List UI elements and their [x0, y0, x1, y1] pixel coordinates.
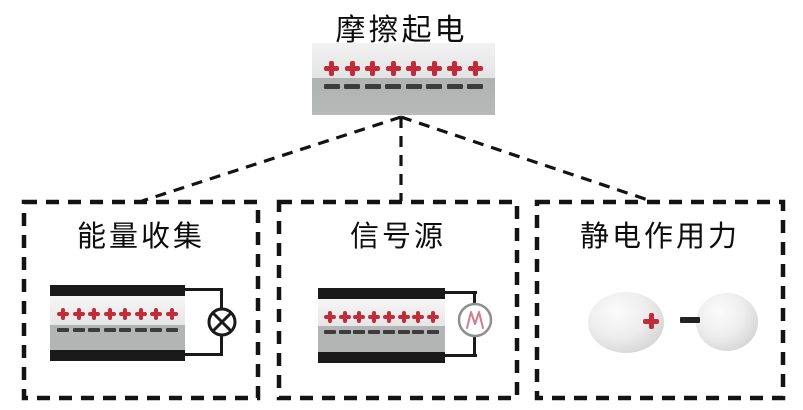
minus-charge-icon — [680, 317, 700, 323]
plus-charge-icon — [338, 311, 351, 323]
charged-body-negative — [696, 293, 758, 351]
device1-positive-charge-row — [57, 308, 178, 320]
minus-charge-icon — [466, 83, 483, 89]
minus-charge-icon — [338, 330, 351, 334]
plus-charge-icon — [57, 308, 69, 320]
diagram-title: 摩擦起电 — [335, 14, 468, 47]
plus-charge-icon — [397, 311, 410, 323]
device1-wire-bottom — [185, 353, 223, 356]
plus-charge-icon — [426, 311, 439, 323]
connector-line-left — [141, 115, 402, 203]
minus-charge-icon — [405, 83, 422, 89]
plus-charge-icon — [365, 60, 381, 76]
minus-charge-icon — [344, 83, 361, 89]
plus-charge-icon — [412, 311, 425, 323]
light-bulb-icon — [207, 307, 237, 337]
minus-charge-icon — [165, 328, 178, 332]
device2-negative-charge-row — [324, 330, 439, 334]
plus-charge-icon — [134, 308, 147, 320]
plus-charge-icon — [382, 311, 395, 323]
minus-charge-icon — [72, 328, 85, 332]
plus-charge-icon — [426, 60, 442, 76]
device2-bottom-electrode — [318, 352, 445, 363]
minus-charge-icon — [385, 83, 402, 89]
minus-charge-icon — [364, 83, 381, 89]
device2-wire-bottom — [445, 354, 477, 357]
positive-charge-row — [324, 60, 483, 76]
plus-charge-icon — [103, 308, 116, 320]
minus-charge-icon — [119, 328, 132, 332]
minus-charge-icon — [57, 328, 69, 332]
minus-charge-icon — [150, 328, 163, 332]
plus-charge-icon — [467, 60, 483, 76]
signal-source-box-border — [276, 199, 520, 401]
minus-charge-icon — [103, 328, 116, 332]
minus-charge-icon — [368, 330, 381, 334]
minus-charge-icon — [88, 328, 101, 332]
negative-charge-row — [324, 83, 483, 89]
plus-charge-icon — [119, 308, 132, 320]
plus-charge-icon — [150, 308, 163, 320]
minus-charge-icon — [324, 330, 336, 334]
minus-charge-icon — [426, 330, 439, 334]
minus-charge-icon — [134, 328, 147, 332]
signal-meter-icon — [457, 302, 493, 338]
device1-top-electrode — [50, 285, 185, 296]
triboelectric-layer-bottom — [312, 78, 495, 115]
plus-charge-icon — [643, 313, 659, 329]
device1-bottom-electrode — [50, 350, 185, 361]
device1-dielectric-top — [50, 296, 185, 325]
plus-charge-icon — [368, 311, 381, 323]
device1-wire-top — [185, 288, 223, 291]
plus-charge-icon — [165, 308, 178, 320]
plus-charge-icon — [344, 60, 360, 76]
energy-harvest-box-border — [21, 199, 261, 401]
plus-charge-icon — [88, 308, 101, 320]
minus-charge-icon — [426, 83, 443, 89]
plus-charge-icon — [72, 308, 85, 320]
plus-charge-icon — [406, 60, 422, 76]
electrostatic-force-box-border — [534, 199, 786, 401]
minus-charge-icon — [382, 330, 395, 334]
device2-wire-top — [445, 291, 477, 294]
device2-positive-charge-row — [324, 311, 439, 323]
device1-negative-charge-row — [57, 328, 178, 332]
minus-charge-icon — [446, 83, 463, 89]
plus-charge-icon — [447, 60, 463, 76]
plus-charge-icon — [385, 60, 401, 76]
minus-charge-icon — [412, 330, 425, 334]
minus-charge-icon — [324, 83, 340, 89]
minus-charge-icon — [353, 330, 366, 334]
device1-dielectric-bottom — [50, 325, 185, 350]
plus-charge-icon — [353, 311, 366, 323]
connector-line-right — [400, 115, 652, 203]
plus-charge-icon — [324, 60, 339, 76]
electrostatic-force-label: 静电作用力 — [579, 221, 740, 253]
device2-top-electrode — [318, 288, 445, 299]
minus-charge-icon — [397, 330, 410, 334]
signal-source-label: 信号源 — [349, 221, 446, 253]
plus-charge-icon — [324, 311, 336, 323]
energy-harvest-label: 能量收集 — [76, 221, 205, 253]
triboelectric-layer-top — [312, 43, 495, 78]
device2-dielectric-top — [318, 299, 445, 326]
